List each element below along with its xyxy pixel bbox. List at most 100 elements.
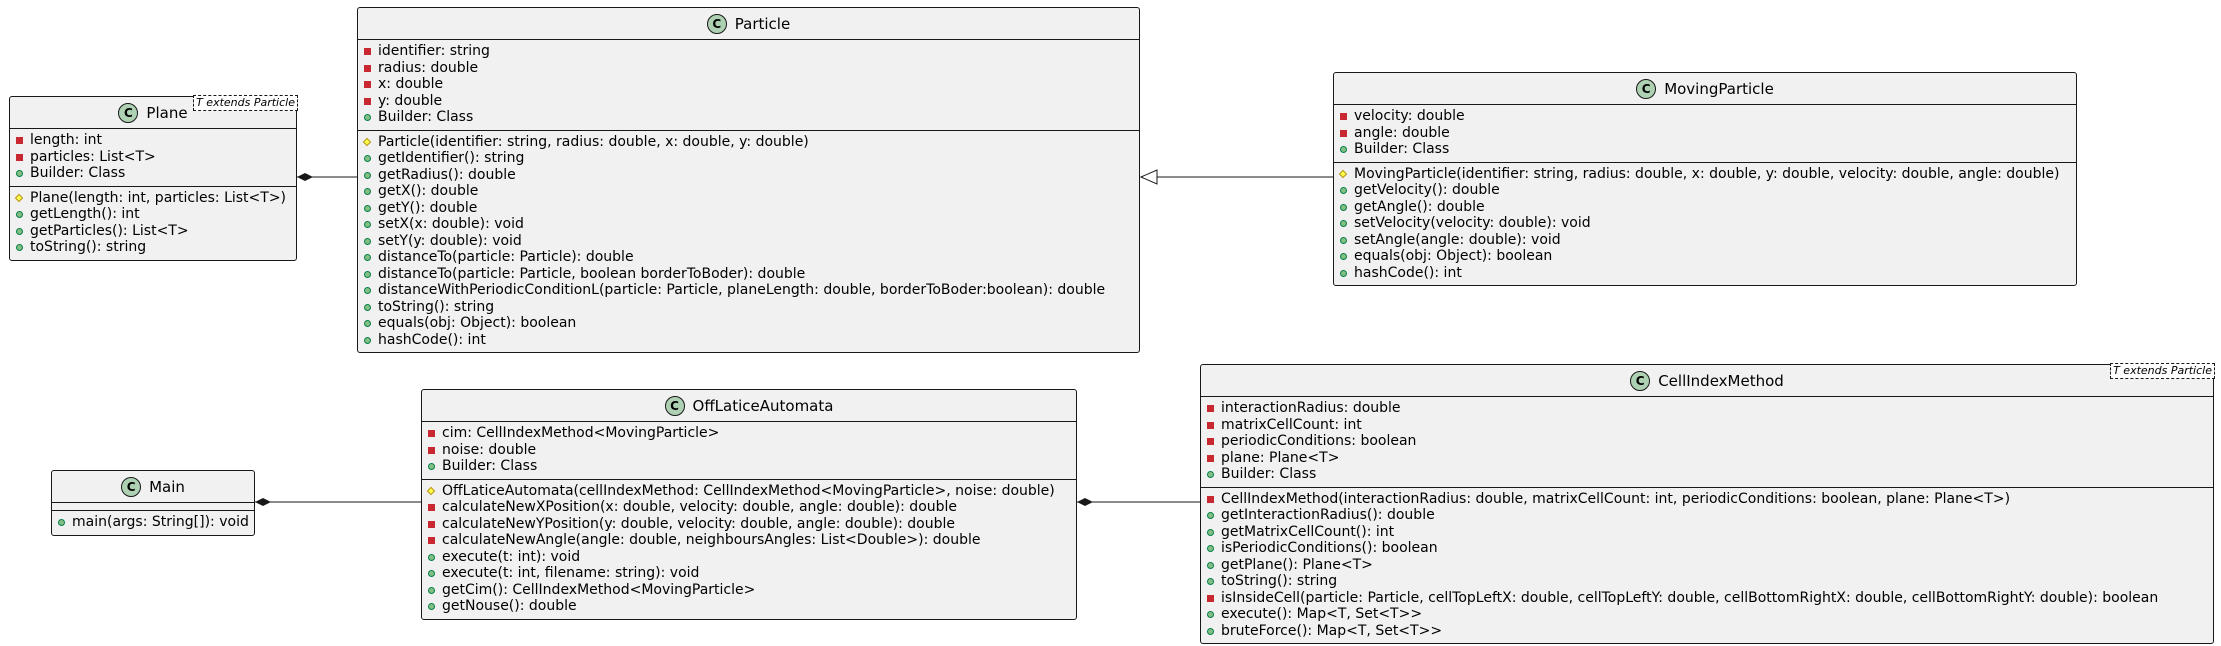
public-visibility-icon — [364, 188, 371, 195]
field-text: Builder: Class — [1221, 466, 1317, 482]
method-row: getRadius(): double — [358, 167, 1139, 184]
public-visibility-icon — [1340, 253, 1347, 260]
fields-section — [52, 503, 254, 510]
public-visibility-icon — [364, 114, 371, 121]
method-row: calculateNewYPosition(y: double, velocit… — [422, 516, 1076, 533]
field-text: particles: List<T> — [30, 148, 156, 165]
method-text: setY(y: double): void — [378, 232, 522, 249]
class-icon: C — [1630, 370, 1651, 391]
method-row: getAngle(): double — [1334, 199, 2076, 216]
public-visibility-icon — [428, 570, 435, 577]
type-parameter: T extends Particle — [2110, 363, 2215, 379]
private-visibility-icon — [1207, 495, 1214, 503]
method-row: execute(t: int): void — [422, 549, 1076, 566]
field-row: Builder: Class — [1201, 466, 2213, 483]
methods-section: MovingParticle(identifier: string, radiu… — [1334, 161, 2076, 286]
method-text: getLength(): int — [30, 206, 140, 222]
method-row: getLength(): int — [10, 206, 296, 223]
protected-visibility-icon — [1338, 169, 1348, 178]
field-text: periodicConditions: boolean — [1221, 433, 1417, 449]
method-text: equals(obj: Object): boolean — [1354, 248, 1553, 264]
public-visibility-icon — [1340, 146, 1347, 153]
private-visibility-icon — [428, 520, 435, 528]
public-visibility-icon — [364, 287, 371, 294]
method-text: getParticles(): List<T> — [30, 222, 189, 239]
method-row: bruteForce(): Map<T, Set<T>> — [1201, 623, 2213, 640]
method-text: execute(): Map<T, Set<T>> — [1221, 606, 1423, 622]
method-row: execute(t: int, filename: string): void — [422, 565, 1076, 582]
field-row: plane: Plane<T> — [1201, 450, 2213, 467]
method-row: distanceWithPeriodicConditionL(particle:… — [358, 282, 1139, 299]
method-row: getY(): double — [358, 200, 1139, 217]
private-visibility-icon — [1207, 594, 1214, 602]
field-text: matrixCellCount: int — [1221, 416, 1362, 433]
method-text: getMatrixCellCount(): int — [1221, 523, 1395, 540]
public-visibility-icon — [364, 204, 371, 212]
method-text: bruteForce(): Map<T, Set<T>> — [1221, 622, 1443, 639]
field-row: length: int — [10, 132, 296, 149]
private-visibility-icon — [428, 446, 435, 454]
public-visibility-icon — [16, 244, 23, 251]
private-visibility-icon — [1207, 454, 1214, 462]
method-text: getX(): double — [378, 183, 479, 199]
method-text: getPlane(): Plane<T> — [1221, 556, 1373, 573]
method-row: main(args: String[]): void — [52, 514, 254, 531]
methods-section: main(args: String[]): void — [52, 510, 254, 535]
class-icon: C — [664, 395, 685, 416]
method-row: toString(): string — [358, 299, 1139, 316]
field-text: x: double — [378, 76, 444, 92]
private-visibility-icon — [1340, 113, 1347, 120]
public-visibility-icon — [1207, 512, 1214, 519]
field-text: interactionRadius: double — [1221, 400, 1401, 416]
method-text: distanceWithPeriodicConditionL(particle:… — [378, 282, 1106, 298]
method-text: toString(): string — [1221, 573, 1338, 589]
private-visibility-icon — [1207, 438, 1214, 445]
field-text: Builder: Class — [30, 165, 126, 181]
public-visibility-icon — [428, 463, 435, 470]
method-row: distanceTo(particle: Particle): double — [358, 249, 1139, 266]
method-text: setVelocity(velocity: double): void — [1354, 215, 1591, 231]
private-visibility-icon — [364, 64, 371, 72]
methods-section: Particle(identifier: string, radius: dou… — [358, 129, 1139, 353]
public-visibility-icon — [1340, 269, 1347, 277]
method-text: calculateNewXPosition(x: double, velocit… — [442, 499, 958, 515]
field-row: radius: double — [358, 60, 1139, 77]
method-text: getY(): double — [378, 199, 478, 216]
method-text: calculateNewAngle(angle: double, neighbo… — [442, 532, 981, 548]
private-visibility-icon — [1340, 129, 1347, 137]
method-text: main(args: String[]): void — [72, 514, 249, 530]
public-visibility-icon — [364, 254, 371, 261]
field-text: identifier: string — [378, 43, 490, 59]
public-visibility-icon — [1207, 545, 1214, 552]
method-row: isPeriodicConditions(): boolean — [1201, 540, 2213, 557]
method-row: toString(): string — [10, 239, 296, 256]
public-visibility-icon — [364, 270, 371, 278]
field-text: Builder: Class — [1354, 141, 1450, 157]
private-visibility-icon — [1207, 405, 1214, 412]
method-row: getParticles(): List<T> — [10, 223, 296, 240]
public-visibility-icon — [58, 519, 65, 526]
method-text: MovingParticle(identifier: string, radiu… — [1354, 165, 2060, 182]
field-row: x: double — [358, 76, 1139, 93]
private-visibility-icon — [428, 537, 435, 544]
fields-section: cim: CellIndexMethod<MovingParticle>nois… — [422, 422, 1076, 479]
method-text: OffLaticeAutomata(cellIndexMethod: CellI… — [442, 482, 1055, 499]
method-row: execute(): Map<T, Set<T>> — [1201, 606, 2213, 623]
field-row: particles: List<T> — [10, 149, 296, 166]
type-parameter: T extends Particle — [193, 95, 298, 111]
method-row: getMatrixCellCount(): int — [1201, 524, 2213, 541]
method-text: execute(t: int): void — [442, 548, 581, 565]
public-visibility-icon — [364, 155, 371, 162]
plane-particle-composition — [297, 173, 357, 181]
public-visibility-icon — [1340, 236, 1347, 244]
public-visibility-icon — [1207, 471, 1214, 478]
